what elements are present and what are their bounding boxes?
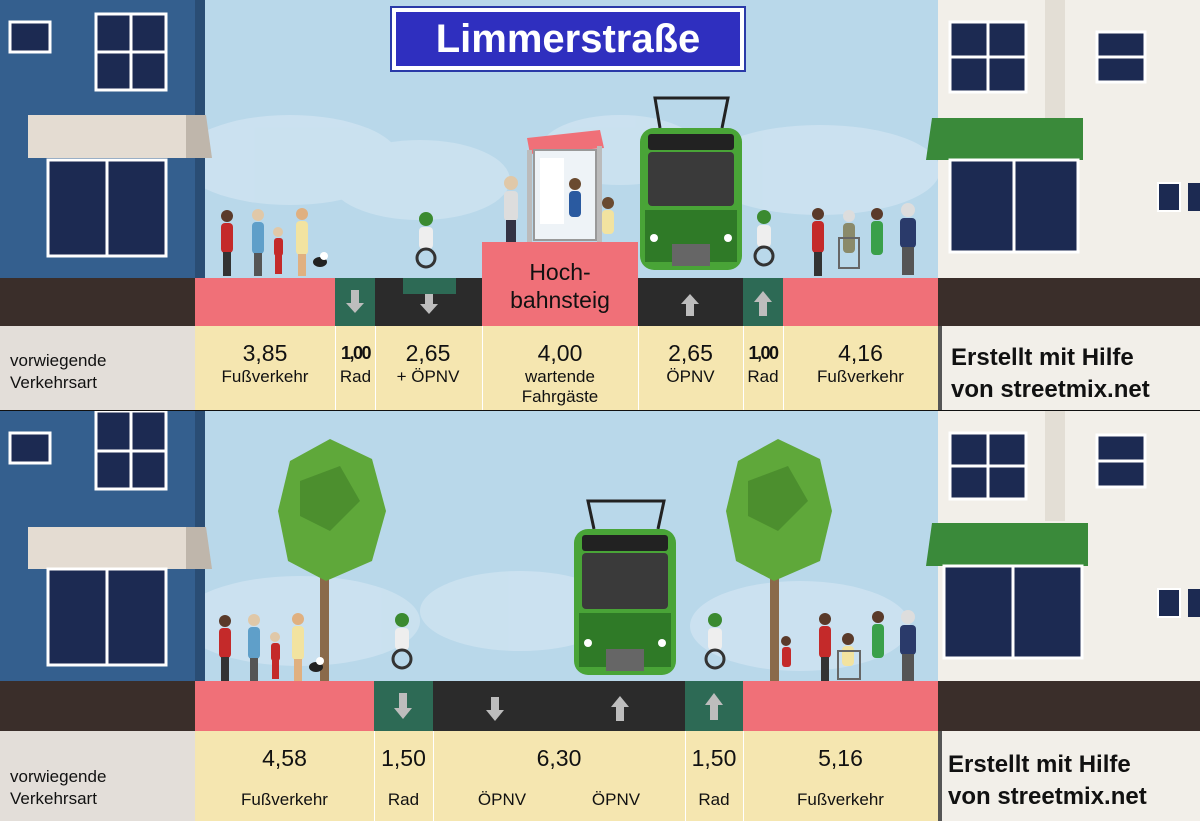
segment-bike-left: 1,50 Rad [374,745,433,810]
street-surface-proposed [0,681,1200,731]
segment-use: wartende [525,367,595,386]
pedestrians-left [219,613,324,681]
tram-proposed [574,499,676,675]
segment-road-left: 2,65 + ÖPNV [374,340,482,387]
segment-width: 1,00 [748,343,779,363]
segment-use-2: ÖPNV [591,790,641,809]
credit-text: Erstellt mit Hilfe von streetmix.net [948,751,1147,810]
building-right [926,411,1200,681]
segment-use: Fußverkehr [817,367,904,386]
row-label: vorwiegende Verkehrsart [10,351,107,392]
segment-use: ÖPNV [477,790,527,809]
cyclist-right [704,613,726,670]
street-section-current: Limmerstraße Hoch- bahnsteig vorwiegende… [0,0,1200,410]
tram-current [640,96,742,270]
panel-separator [0,410,1200,411]
street-section-proposed: vorwiegende Verkehrsart 4,58 Fußverkehr … [0,411,1200,821]
pedestrians-left [221,208,328,276]
row-label: vorwiegende Verkehrsart [10,767,107,808]
segment-use: Fußverkehr [221,367,309,386]
street-name: Limmerstraße [396,12,740,66]
segment-use: + ÖPNV [396,367,460,386]
segment-use: Fußverkehr [241,790,328,809]
segment-width: 1,50 [691,745,737,771]
segment-platform: 4,00 wartende Fahrgäste [482,340,638,407]
segment-width: 1,00 [340,343,372,363]
tree-right [726,439,832,681]
lane-arrows [346,290,772,316]
segment-width: 4,00 [537,340,583,366]
lane-arrows [394,693,723,721]
segment-width: 4,58 [262,745,307,771]
clouds [180,571,910,671]
segment-use: Fahrgäste [521,387,599,406]
label-row-current [0,326,1200,410]
cyclist-right [753,210,775,267]
tree-left [278,439,386,681]
segment-sidewalk-right: 5,16 Fußverkehr [743,745,938,810]
segment-tram-right: 2,65 ÖPNV [638,340,743,387]
segment-bike-left: 1,00 Rad [335,340,376,387]
segment-use: Rad [387,790,420,809]
cyclist-left [415,212,437,269]
segment-width: 6,30 [536,745,582,771]
cyclist-left [391,613,413,670]
tram-shelter [504,130,614,242]
segment-width: 4,16 [838,340,883,366]
segment-bike-right: 1,00 Rad [743,340,783,387]
street-name-sign: Limmerstraße [390,6,746,72]
segment-tram-lanes: 6,30 ÖPNV ÖPNV [433,745,685,810]
segment-width: 1,50 [381,745,426,771]
platform-label: Hoch- bahnsteig [510,259,610,313]
building-right [926,0,1200,278]
segment-sidewalk-left: 4,58 Fußverkehr [195,745,374,810]
segment-use: Rad [339,367,372,386]
segment-use: ÖPNV [666,367,715,386]
segment-width: 2,65 [668,340,713,366]
segment-width: 2,65 [405,340,451,366]
segment-bike-right: 1,50 Rad [685,745,743,810]
segment-use: Rad [747,367,779,386]
building-left [0,0,212,278]
label-row-proposed [0,731,1200,821]
segment-width: 3,85 [242,340,288,366]
pedestrians-right [781,610,916,682]
pedestrians-right [812,203,916,276]
street-scene-proposed [0,411,1200,821]
building-left [0,411,212,681]
segment-width: 5,16 [818,745,863,771]
segment-use: Rad [698,790,730,809]
street-surface-current [0,242,1200,326]
segment-sidewalk-right: 4,16 Fußverkehr [783,340,938,387]
credit-text: Erstellt mit Hilfe von streetmix.net [951,344,1150,403]
segment-use: Fußverkehr [797,790,884,809]
segment-sidewalk-left: 3,85 Fußverkehr [195,340,335,387]
